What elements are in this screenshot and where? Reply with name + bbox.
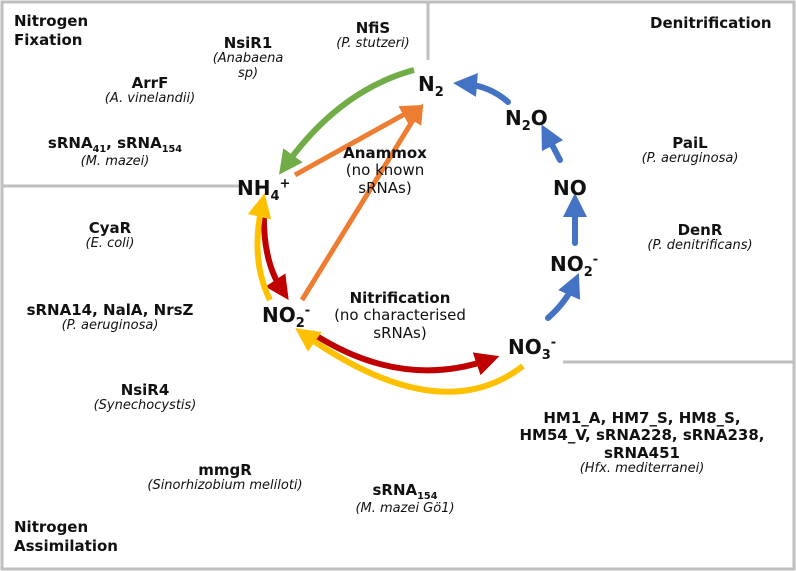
anammox-arrow-nh4-to-n2 — [293, 105, 421, 178]
process-nitrification-title: Nitrification — [349, 289, 451, 307]
srna-pail-name: PaiL — [672, 134, 708, 152]
fixation-arrow-n2-to-nh4 — [278, 67, 415, 175]
srna-nsir4-org: (Synechocystis) — [93, 398, 197, 414]
compound-no2-left: NO2- — [262, 303, 311, 331]
srna-nsir1-org2: sp) — [237, 66, 259, 82]
assimilation-arrow-no2-to-nh4 — [247, 193, 273, 302]
srna-nfis: NfiS (P. stutzeri) — [318, 19, 428, 52]
srna-nsir1-org1: (Anabaena — [212, 51, 284, 67]
nitrification-arrow-no2-to-no3 — [310, 330, 500, 376]
srna-pa-group-name: sRNA14, NalA, NrsZ — [26, 301, 194, 319]
srna-hfx-line1: HM1_A, HM7_S, HM8_S, — [543, 409, 741, 427]
srna-cyar-org: (E. coli) — [85, 236, 135, 252]
process-anammox-note1: (no known — [345, 161, 425, 180]
anammox-arrows — [293, 103, 424, 302]
arrow-n2o-to-n2 — [453, 72, 511, 105]
srna-pail-org: (P. aeruginosa) — [641, 151, 739, 167]
srna-hfx-line2: HM54_V, sRNA228, sRNA238, — [519, 426, 765, 445]
assimilation-arrows — [247, 193, 525, 395]
srna-cyar-name: CyaR — [88, 219, 132, 237]
arrow-no-to-n2o — [541, 124, 564, 163]
srna-denr-name: DenR — [677, 221, 723, 239]
process-nitrification-note2: sRNAs) — [373, 323, 427, 342]
assimilation-arrow-no3-to-no2 — [295, 328, 525, 395]
srna-mmazei-pair-org: (M. mazei) — [80, 154, 150, 170]
srna-pa-group-org: (P. aeruginosa) — [61, 318, 159, 334]
compound-n2: N2 — [418, 72, 444, 100]
srna-mmazei-pair-name: sRNA41, sRNA154 — [47, 134, 183, 155]
srna-nsir1: NsiR1 (Anabaena sp) — [198, 34, 298, 82]
arrow-no3-to-no2 — [545, 273, 581, 321]
region-label-fixation-line2: Fixation — [14, 30, 83, 49]
srna-cyar: CyaR (E. coli) — [60, 219, 160, 252]
srna-srna154-org: (M. mazei Gö1) — [355, 501, 455, 517]
compound-n2o: N2O — [505, 106, 548, 134]
compound-no2-right: NO2- — [550, 252, 599, 280]
srna-srna154-name: sRNA154 — [372, 481, 438, 502]
region-label-denitrification: Denitrification — [650, 14, 772, 32]
region-label-assimilation-line2: Assimilation — [14, 536, 118, 555]
srna-pail: PaiL (P. aeruginosa) — [630, 134, 750, 167]
srna-denr: DenR (P. denitrificans) — [625, 221, 775, 254]
srna-hfx-org: (Hfx. mediterranei) — [579, 460, 705, 476]
srna-mmazei-pair: sRNA41, sRNA154 (M. mazei) — [20, 134, 210, 170]
srna-nfis-org: (P. stutzeri) — [336, 36, 410, 52]
srna-arrf-name: ArrF — [131, 74, 169, 92]
process-nitrification: Nitrification (no characterised sRNAs) — [320, 289, 480, 342]
process-anammox-note2: sRNAs) — [358, 178, 412, 197]
srna-arrf: ArrF (A. vinelandii) — [90, 74, 210, 107]
process-nitrification-note1: (no characterised — [334, 306, 466, 325]
srna-pa-group: sRNA14, NalA, NrsZ (P. aeruginosa) — [10, 301, 210, 334]
region-label-fixation-line1: Nitrogen — [14, 12, 89, 30]
region-label-assimilation: Nitrogen Assimilation — [14, 518, 118, 556]
srna-hfx-line3: sRNA451 — [604, 443, 680, 462]
compound-nh4: NH4+ — [237, 176, 291, 204]
srna-mmgr-name: mmgR — [198, 461, 252, 479]
srna-nsir4: NsiR4 (Synechocystis) — [80, 381, 210, 414]
srna-hfx: HM1_A, HM7_S, HM8_S, HM54_V, sRNA228, sR… — [492, 409, 792, 477]
region-label-assimilation-line1: Nitrogen — [14, 518, 89, 536]
srna-nsir1-name: NsiR1 — [223, 34, 273, 52]
srna-denr-org: (P. denitrificans) — [647, 238, 753, 254]
region-label-fixation: Nitrogen Fixation — [14, 12, 88, 50]
nitrification-arrow-nh4-to-no2 — [260, 207, 289, 300]
srna-mmgr-org: (Sinorhizobium meliloti) — [147, 478, 303, 494]
process-anammox-title: Anammox — [343, 144, 427, 162]
srna-nfis-name: NfiS — [355, 19, 391, 37]
srna-arrf-org: (A. vinelandii) — [104, 91, 196, 107]
srna-mmgr: mmgR (Sinorhizobium meliloti) — [130, 461, 320, 494]
srna-nsir4-name: NsiR4 — [120, 381, 170, 399]
denitrification-arrows — [453, 72, 587, 321]
anammox-arrow-no2-to-n2 — [299, 103, 424, 302]
compound-no: NO — [553, 176, 587, 200]
process-anammox: Anammox (no known sRNAs) — [330, 144, 440, 197]
srna-srna154: sRNA154 (M. mazei Gö1) — [345, 481, 465, 517]
compound-no3: NO3- — [508, 335, 557, 363]
